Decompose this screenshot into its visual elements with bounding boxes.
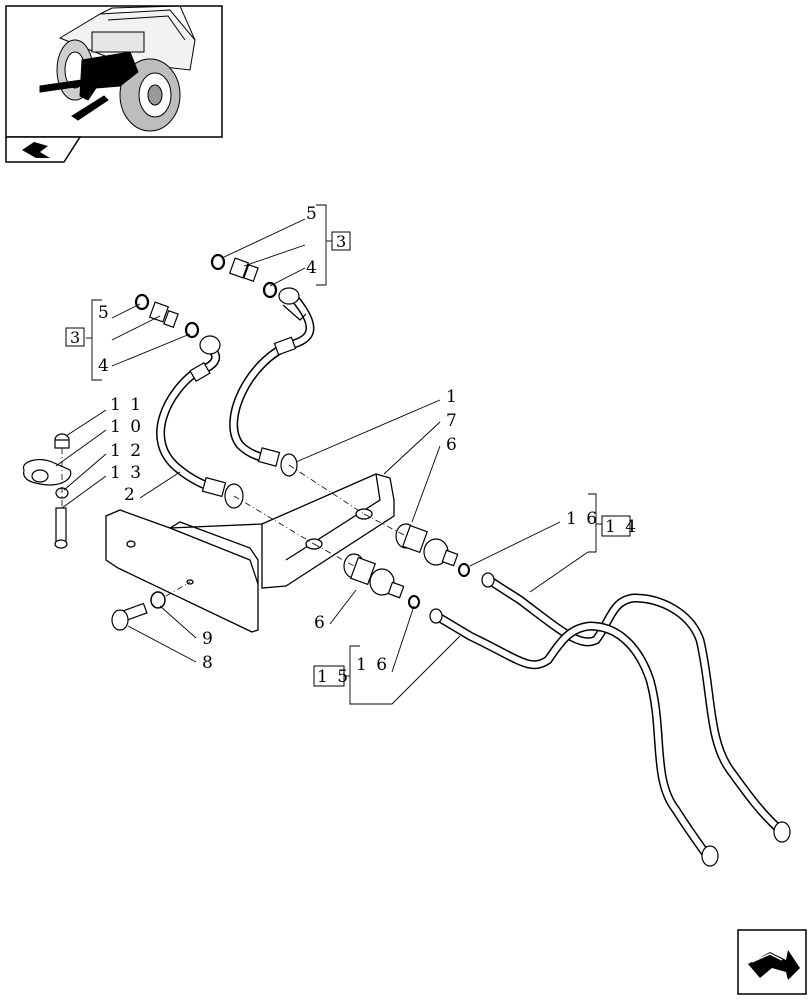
callout-16-lower: 1 6 <box>356 655 389 675</box>
seal-washer-upper <box>458 563 470 577</box>
leader-lines <box>55 204 602 705</box>
washer-9 <box>150 591 166 609</box>
callout-9: 9 <box>202 629 215 649</box>
callout-5-top: 5 <box>306 204 319 224</box>
bolt-8 <box>111 602 148 631</box>
callout-4-top: 4 <box>306 258 319 278</box>
callout-4-left: 4 <box>98 356 111 376</box>
callout-3-left-box <box>65 327 85 347</box>
callout-11: 1 1 <box>110 395 143 415</box>
callout-7: 7 <box>446 411 459 431</box>
callout-3-top-box <box>331 231 351 251</box>
callout-6-upper: 6 <box>446 435 459 455</box>
page-back-arrow-icon <box>22 142 50 158</box>
callout-5-left: 5 <box>98 303 111 323</box>
quick-coupling-upper <box>395 523 459 567</box>
callout-3-top: 3 <box>336 232 346 251</box>
page-next-arrow-icon <box>748 950 800 980</box>
assembly-centerlines <box>61 448 407 597</box>
callout-3-left: 3 <box>70 328 80 347</box>
callout-14-box <box>601 515 631 537</box>
callout-2: 2 <box>124 485 137 505</box>
pipe-14 <box>481 572 791 843</box>
mounting-bracket <box>105 473 395 633</box>
callout-10: 1 0 <box>110 417 143 437</box>
callout-6-lower: 6 <box>314 613 327 633</box>
callout-14: 1 4 <box>605 517 638 537</box>
hose-2 <box>156 335 244 509</box>
adapter-fitting-left <box>134 293 200 339</box>
location-thumbnail[interactable] <box>5 5 223 163</box>
pipe-15 <box>429 608 719 867</box>
callout-13: 1 3 <box>110 463 143 483</box>
seal-washer-lower <box>408 595 420 609</box>
tractor-thumbnail-icon <box>39 5 196 132</box>
callout-8: 8 <box>202 653 215 673</box>
callout-15: 1 5 <box>317 667 350 687</box>
callout-15-box <box>313 665 345 687</box>
adapter-fitting-top <box>210 253 278 299</box>
next-page-button[interactable] <box>737 929 807 995</box>
clamp-assembly <box>22 433 72 549</box>
quick-coupling-lower <box>343 553 405 599</box>
callout-1: 1 <box>446 387 459 407</box>
callout-12: 1 2 <box>110 441 143 461</box>
callout-16-upper: 1 6 <box>566 509 599 529</box>
hose-1 <box>229 287 315 477</box>
